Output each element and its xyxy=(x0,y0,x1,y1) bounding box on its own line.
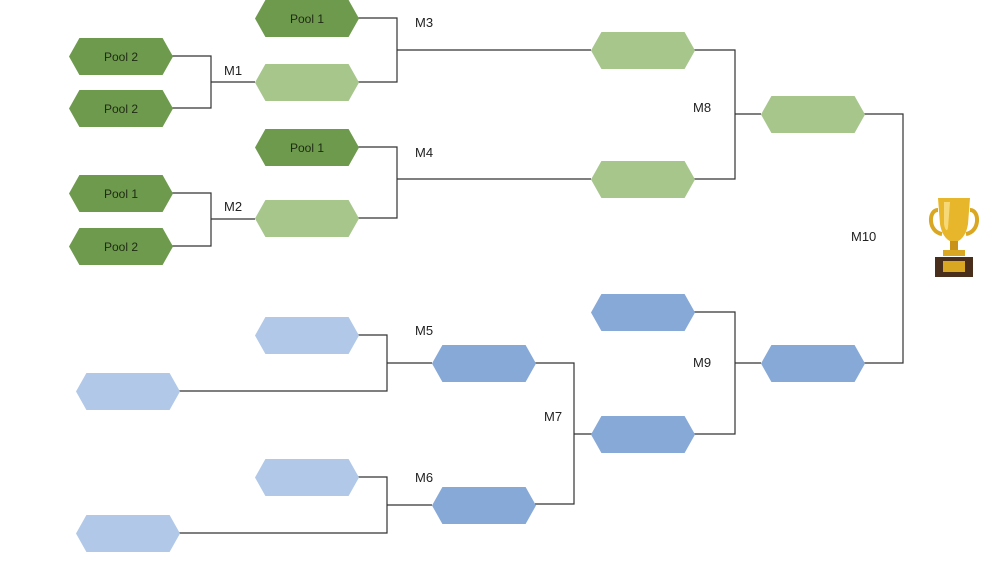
match-label-m4: M4 xyxy=(415,145,434,160)
match-label-m5: M5 xyxy=(415,323,434,338)
match-label-m1: M1 xyxy=(224,63,243,78)
team-slot: Pool 1 xyxy=(255,0,359,37)
match-label-m3: M3 xyxy=(415,15,434,30)
m8-winner-slot xyxy=(761,96,865,133)
team-slot: Pool 2 xyxy=(69,228,173,265)
m10-connector xyxy=(864,113,904,364)
lower-seed-slot xyxy=(255,317,359,354)
lower-seed-slot xyxy=(591,294,695,331)
team-slot: Pool 1 xyxy=(255,129,359,166)
m2-connector xyxy=(172,192,212,247)
team-slot: Pool 1 xyxy=(69,175,173,212)
m3-winner-slot xyxy=(591,32,695,69)
team-slot-label: Pool 1 xyxy=(103,186,139,201)
lower-seed-slot xyxy=(76,515,180,552)
lower-seed-slot xyxy=(255,459,359,496)
team-slot-label: Pool 2 xyxy=(103,101,139,116)
match-label-m10: M10 xyxy=(851,229,877,244)
team-slot-label: Pool 2 xyxy=(103,49,139,64)
m7-connector xyxy=(535,362,575,505)
m2-winner-slot xyxy=(255,200,359,237)
team-slot-label: Pool 1 xyxy=(289,11,325,26)
m1-winner-slot xyxy=(255,64,359,101)
match-label-m8: M8 xyxy=(693,100,712,115)
m9-winner-slot xyxy=(761,345,865,382)
match-label-m2: M2 xyxy=(224,199,243,214)
m1-connector xyxy=(172,55,212,109)
m3-connector xyxy=(358,17,398,83)
m4-connector xyxy=(358,146,398,219)
trophy-icon xyxy=(929,198,979,277)
m4-winner-slot xyxy=(591,161,695,198)
match-label-m9: M9 xyxy=(693,355,712,370)
team-slot-label: Pool 1 xyxy=(289,140,325,155)
team-slot-label: Pool 2 xyxy=(103,239,139,254)
m5-winner-slot xyxy=(432,345,536,382)
m9-connector xyxy=(694,311,736,435)
match-label-m7: M7 xyxy=(544,409,563,424)
match-label-m6: M6 xyxy=(415,470,434,485)
lower-seed-slot xyxy=(76,373,180,410)
m7-winner-slot xyxy=(591,416,695,453)
team-slot: Pool 2 xyxy=(69,38,173,75)
team-slot: Pool 2 xyxy=(69,90,173,127)
m6-winner-slot xyxy=(432,487,536,524)
